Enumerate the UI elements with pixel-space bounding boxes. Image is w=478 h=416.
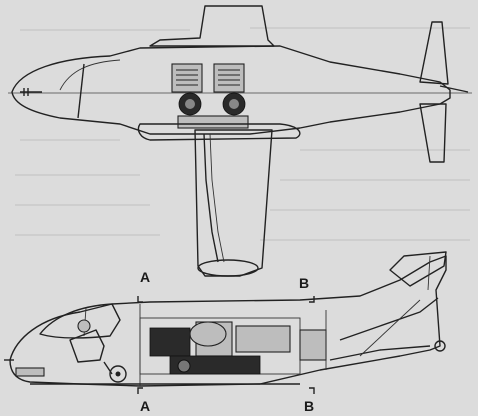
top-tail-fin-lower [419,103,447,163]
section-bracket-a [137,296,143,394]
background-texture [15,27,470,241]
top-engine-bay-left [171,63,203,93]
side-gearbox-low [169,355,261,375]
side-nose-panel [15,367,45,377]
top-rotor-hub-left-inner [185,99,195,109]
top-frame-line [77,63,85,119]
section-label-b-bottom: B [304,398,314,414]
side-nose-wheel [109,365,127,383]
top-wing-lower [194,129,273,277]
side-tail-rudder [427,255,431,291]
top-wingtip-lower [197,259,259,277]
top-canopy-line [59,59,121,91]
section-bracket-b [309,296,315,394]
section-label-a-bottom: A [140,398,150,414]
top-fuel-line-2 [209,133,225,263]
top-fuel-line [203,133,219,263]
top-gearbox [177,115,249,129]
top-engine-bay-right [213,63,245,93]
top-tail-cone [439,85,469,93]
top-wing-upper [149,5,275,47]
side-engine-gear [177,359,191,373]
side-nose-wheel-hub [115,371,121,377]
top-engine-grilles [176,69,240,86]
side-canopy [39,303,121,339]
side-view: A B A B [4,251,447,414]
side-pilot-head [77,319,91,333]
top-view [8,5,472,277]
side-vertical-tail [389,251,447,287]
side-rear-equipment [299,329,327,361]
side-engine-block-3 [235,325,291,353]
side-engine-cylinder [189,321,227,347]
top-ventral-pod [137,123,301,141]
side-fuselage [9,255,447,387]
section-label-b-top: B [299,275,309,291]
side-tail-diagonal [359,299,421,357]
side-pilot-seat [69,329,105,363]
side-tail-wheel [434,340,446,352]
top-tail-fin-upper [419,21,449,85]
top-rotor-hub-right-inner [229,99,239,109]
section-label-a-top: A [140,269,150,285]
top-fuselage [11,45,451,135]
side-tail-frame [329,297,439,361]
side-engine-block-1 [149,327,191,357]
